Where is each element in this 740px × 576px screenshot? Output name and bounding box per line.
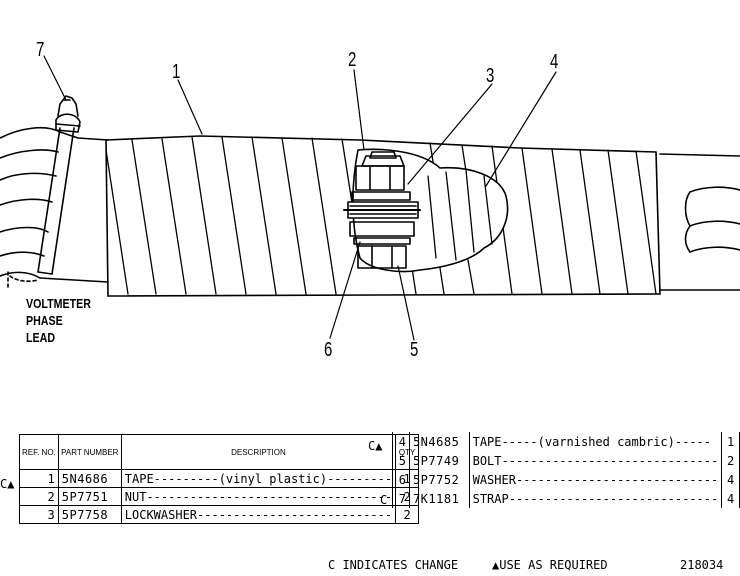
qty-cell: 4 <box>721 489 740 508</box>
table-row: 4 5N4685 TAPE-----(varnished cambric)---… <box>392 432 740 451</box>
part-number-cell: 5P7751 <box>57 487 122 506</box>
ref-cell: 5 <box>392 451 410 470</box>
voltmeter-lead <box>37 95 81 275</box>
callout-3: 3 <box>486 65 495 87</box>
right-cable <box>659 153 740 291</box>
callout-5: 5 <box>410 339 419 361</box>
table-row: 1 5N4686 TAPE---------(vinyl plastic)---… <box>19 469 420 488</box>
part-number-cell: 5P7752 <box>408 470 470 489</box>
description-cell: LOCKWASHER--------------------------- <box>120 505 397 524</box>
header-ref-no: REF. NO. <box>19 434 59 470</box>
connection-diagram <box>0 55 740 341</box>
table-row: 7 7K1181 STRAP--------------------------… <box>392 489 740 508</box>
table-row: 3 5P7758 LOCKWASHER---------------------… <box>19 505 420 524</box>
part-number-cell: 5N4686 <box>57 469 122 488</box>
leader-lines <box>43 55 557 341</box>
callout-6: 6 <box>324 339 333 361</box>
header-part-number: PART NUMBER <box>57 434 122 470</box>
description-cell: BOLT------------------------------ <box>468 451 723 470</box>
ref-cell: 4 <box>392 432 410 451</box>
parts-table-left: REF. NO. PART NUMBER DESCRIPTION QTY 1 5… <box>19 434 420 524</box>
description-cell: STRAP----------------------------- <box>468 489 723 508</box>
lead-label-line-1: VOLTMETER <box>26 296 91 311</box>
bolt-assembly <box>343 151 421 269</box>
description-cell: TAPE---------(vinyl plastic)--------- <box>120 469 397 488</box>
part-number-cell: 5P7749 <box>408 451 470 470</box>
use-note: ▲USE AS REQUIRED <box>492 558 608 572</box>
callout-1: 1 <box>172 61 181 83</box>
parts-table-right: 4 5N4685 TAPE-----(varnished cambric)---… <box>392 432 740 508</box>
part-number-cell: 7K1181 <box>408 489 470 508</box>
lead-label-line-2: PHASE <box>26 313 63 328</box>
description-cell: TAPE-----(varnished cambric)----- <box>468 432 723 451</box>
ref-cell: 6 <box>392 470 410 489</box>
table-row: 6 5P7752 WASHER-------------------------… <box>392 470 740 489</box>
description-cell: NUT---------------------------------- <box>120 487 397 506</box>
table-header-row: REF. NO. PART NUMBER DESCRIPTION QTY <box>19 434 420 470</box>
tape-wrap <box>105 135 661 297</box>
lead-label-line-3: LEAD <box>26 330 56 345</box>
part-number-cell: 5P7758 <box>57 505 122 524</box>
change-mark: C▲ <box>368 439 383 453</box>
table-row: 2 5P7751 NUT----------------------------… <box>19 487 420 506</box>
ref-cell: 3 <box>19 505 59 524</box>
change-note: C INDICATES CHANGE <box>328 558 459 572</box>
inner-tape <box>427 169 493 261</box>
qty-cell: 2 <box>395 505 420 524</box>
cutaway-opening <box>352 148 509 273</box>
qty-cell: 1 <box>721 432 740 451</box>
change-mark: C <box>380 493 388 507</box>
qty-cell: 4 <box>721 470 740 489</box>
callout-4: 4 <box>550 51 559 73</box>
qty-cell: 2 <box>721 451 740 470</box>
header-description: DESCRIPTION <box>120 434 397 470</box>
ref-cell: 1 <box>19 469 59 488</box>
callout-7: 7 <box>36 39 45 61</box>
ref-cell: 2 <box>19 487 59 506</box>
ref-cell: 7 <box>392 489 410 508</box>
description-cell: WASHER---------------------------- <box>468 470 723 489</box>
callout-2: 2 <box>348 49 357 71</box>
change-mark: C▲ <box>0 477 15 491</box>
part-number-cell: 5N4685 <box>408 432 470 451</box>
left-cable <box>0 126 109 291</box>
table-row: 5 5P7749 BOLT---------------------------… <box>392 451 740 470</box>
drawing-number: 218034 <box>680 558 724 572</box>
